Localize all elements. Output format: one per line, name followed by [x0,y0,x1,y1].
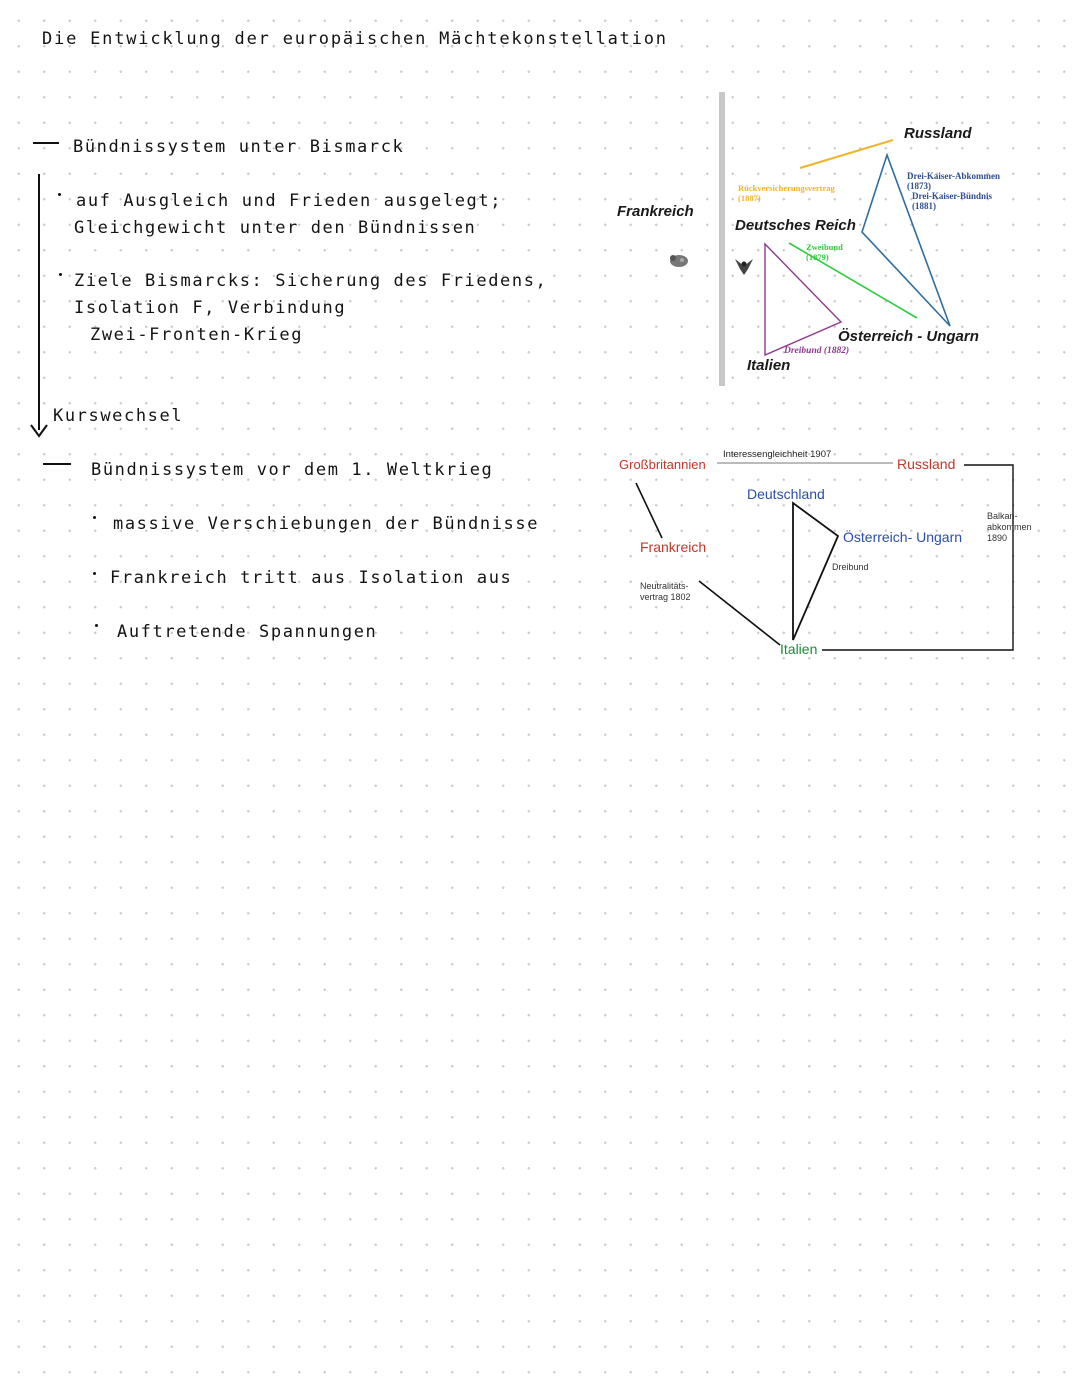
bullet [59,273,62,276]
node-frankreich-2: Frankreich [640,539,707,555]
label-rueckversicherung: Rückversicherungsvertrag [738,183,835,193]
note-point-2-line-1: Ziele Bismarcks: Sicherung des Friedens, [74,271,548,291]
node-oesterreich-ungarn-2: Österreich- Ungarn [843,529,963,545]
section-heading-bismarck: Bündnissystem unter Bismarck [73,137,405,157]
label-rueckversicherung-year: (1887) [738,193,761,203]
label-neutralitaet-1: Neutralitäts- [640,581,689,591]
heading-dash [33,142,59,144]
label-dreikaiser-abkommen: Drei-Kaiser-Abkommen [907,171,1000,181]
bullet [95,624,98,627]
timeline-arrow-line [38,174,40,430]
label-neutralitaet-2: vertrag 1802 [640,592,691,602]
label-balkan-1: Balkan- [987,511,1018,521]
rueckversicherung-line [799,139,894,169]
node-oesterreich-ungarn: Österreich - Ungarn [838,328,979,345]
kurswechsel-label: Kurswechsel [53,406,184,426]
bullet [93,516,96,519]
node-italien-2: Italien [780,641,818,657]
node-frankreich: Frankreich [617,203,694,220]
arrow-down-icon [30,424,48,438]
label-dreikaiser-buendnis: Drei-Kaiser-Bündnis [912,191,993,201]
note-point-5: Auftretende Spannungen [117,622,378,642]
label-interessengleichheit: Interessengleichheit 1907 [723,449,832,460]
note-point-2-line-3: Zwei-Fronten-Krieg [90,325,304,345]
label-zweibund: Zweibund [806,242,843,252]
label-balkan-year: 1890 [987,533,1008,543]
note-point-1-line-2: Gleichgewicht unter den Bündnissen [74,218,477,238]
zweibund-line [788,242,918,319]
balkan-line [822,464,1014,651]
label-dreibund: Dreibund (1882) [784,346,850,356]
node-italien: Italien [747,357,791,374]
gb-frankreich-line [635,482,663,539]
eagle-icon [735,259,753,275]
node-russland: Russland [904,125,972,142]
note-point-3: massive Verschiebungen der Bündnisse [113,514,540,534]
label-dreibund-2: Dreibund [832,562,869,572]
node-russland-2: Russland [897,456,956,472]
divider-bar [719,92,725,386]
label-zweibund-year: (1879) [806,252,829,262]
note-point-2-line-2: Isolation F, Verbindung [74,298,347,318]
heading-dash [43,463,71,465]
node-grossbritannien: Großbritannien [619,457,706,472]
dreibund-triangle [764,242,843,357]
node-deutschland: Deutschland [747,486,825,502]
bullet [58,193,61,196]
node-deutsches-reich: Deutsches Reich [735,217,856,234]
note-point-1-line-1: auf Ausgleich und Frieden ausgelegt; [76,191,503,211]
page-title: Die Entwicklung der europäischen Mächtek… [42,29,668,49]
dreikaiser-triangle [861,152,951,327]
label-balkan-2: abkommen [987,522,1032,532]
section-heading-weltkrieg: Bündnissystem vor dem 1. Weltkrieg [91,460,494,480]
dreibund-triangle-2 [792,501,840,641]
neutralitaet-line [698,580,781,646]
label-dreikaiser-abkommen-year: (1873) [907,181,931,191]
bear-icon [670,255,688,267]
bullet [93,572,96,575]
note-point-4: Frankreich tritt aus Isolation aus [110,568,513,588]
label-dreikaiser-buendnis-year: (1881) [912,201,936,211]
